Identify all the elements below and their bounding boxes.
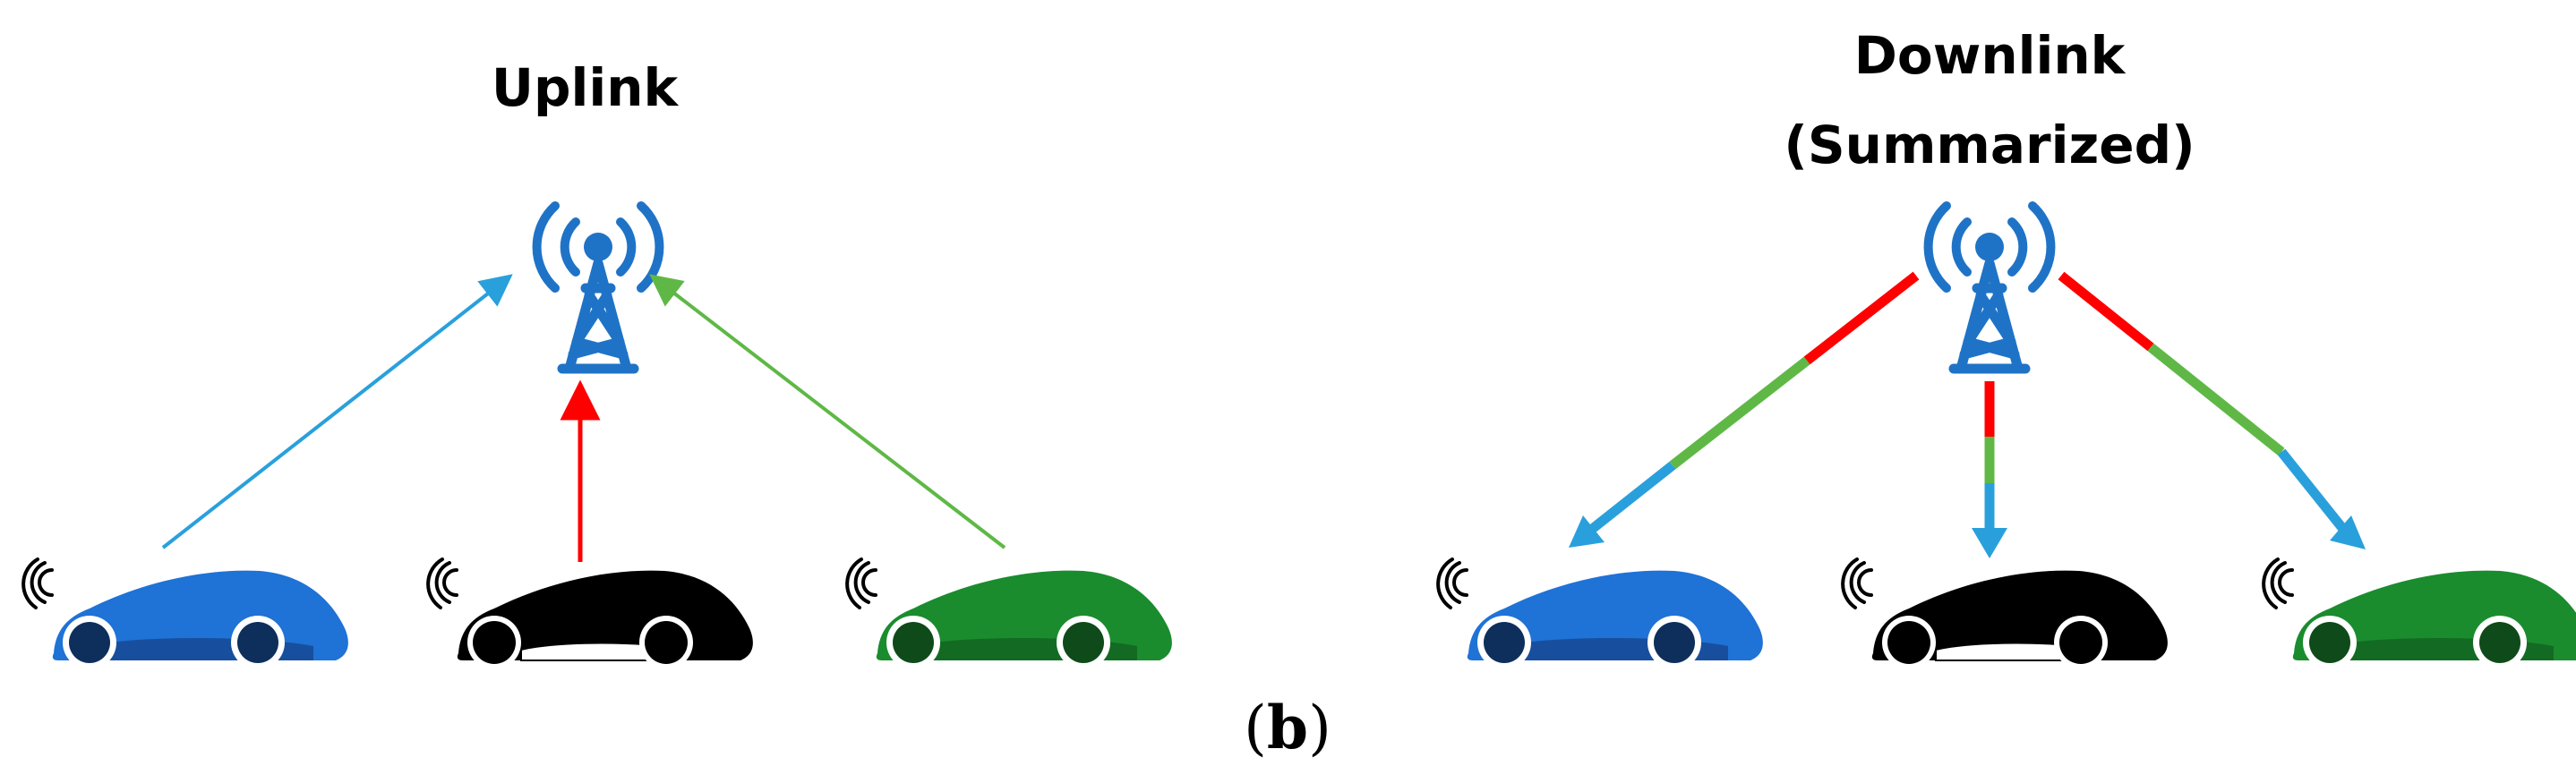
downlink-arrow-left (1569, 271, 1920, 548)
signal-waves-icon (21, 557, 54, 609)
uplink-black-car-icon (426, 557, 753, 669)
downlink-blue-car-icon (1436, 557, 1763, 669)
uplink-arrow-blue (161, 274, 513, 549)
downlink-green-car-icon (2262, 557, 2576, 669)
downlink-black-car-icon (1841, 557, 2168, 669)
uplink-title: Uplink (492, 57, 680, 118)
downlink-title: Downlink (1854, 25, 2127, 86)
caption-open-paren: ( (1244, 694, 1267, 762)
signal-waves-icon (845, 557, 877, 609)
caption-letter: b (1267, 693, 1308, 762)
panel-caption: (b) (1244, 693, 1331, 762)
uplink-cell-tower-icon (537, 206, 660, 369)
signal-waves-icon (1436, 557, 1468, 609)
signal-waves-icon (426, 557, 458, 609)
uplink-panel: Uplink (21, 57, 1172, 669)
uplink-blue-car-icon (21, 557, 348, 669)
downlink-subtitle: (Summarized) (1784, 115, 2195, 175)
downlink-arrow-right (2058, 271, 2366, 549)
uplink-green-car-icon (845, 557, 1172, 669)
downlink-arrow-middle (1972, 381, 2007, 558)
signal-waves-icon (2262, 557, 2294, 609)
downlink-cell-tower-icon (1929, 206, 2051, 369)
signal-waves-icon (1841, 557, 1873, 609)
caption-close-paren: ) (1308, 694, 1331, 762)
uplink-arrow-green (649, 274, 1006, 549)
downlink-panel: Downlink (Summarized) (1436, 25, 2576, 669)
